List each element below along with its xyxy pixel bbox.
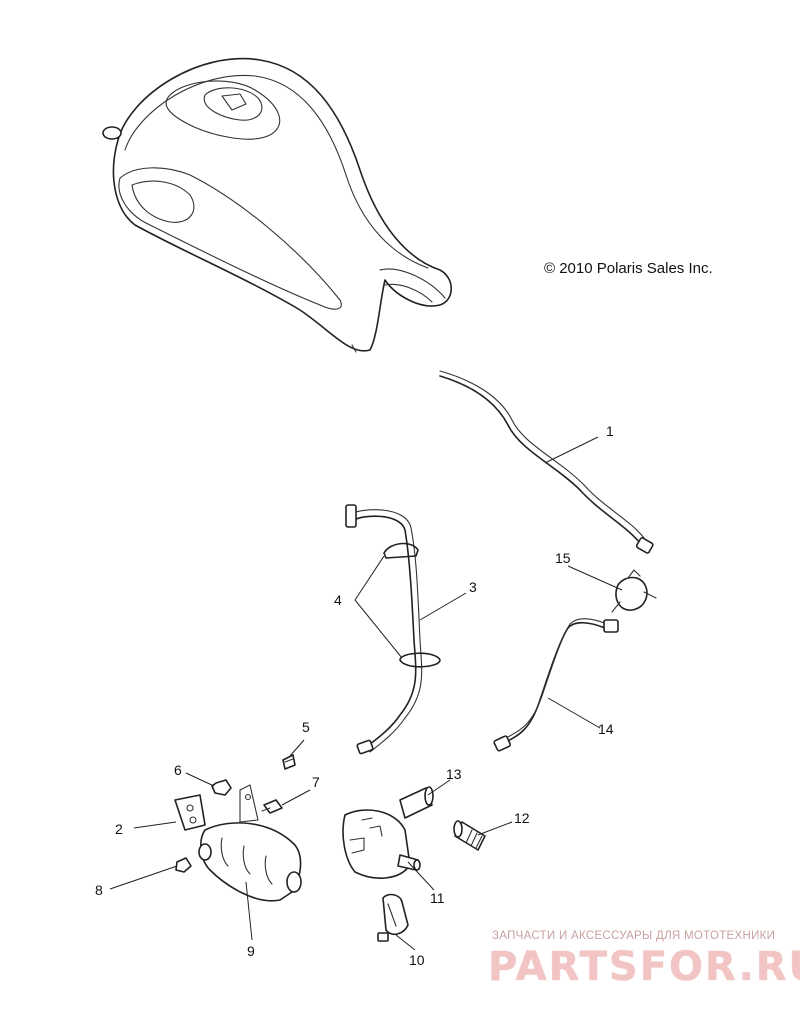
part-12-spring-tube	[453, 820, 486, 851]
part-10-strap	[377, 893, 409, 942]
callout-4: 4	[334, 592, 342, 608]
callout-3: 3	[469, 579, 477, 595]
callout-15: 15	[555, 550, 571, 566]
callout-13: 13	[446, 766, 462, 782]
part-13-tube	[399, 786, 434, 819]
part-5-screw	[282, 754, 296, 770]
callout-1: 1	[606, 423, 614, 439]
watermark-caption: ЗАПЧАСТИ И АКСЕССУАРЫ ДЛЯ МОТОТЕХНИКИ	[492, 930, 776, 942]
callout-12: 12	[514, 810, 530, 826]
callout-14: 14	[598, 721, 614, 737]
part-15-valve	[611, 569, 657, 613]
part-4-clamps	[383, 542, 441, 668]
part-9-canister	[198, 784, 302, 902]
callout-7: 7	[312, 774, 320, 790]
callout-5: 5	[302, 719, 310, 735]
part-6-nut	[211, 779, 232, 796]
watermark-logo: PARTSFOR.RU	[488, 944, 800, 990]
part-1-vent-hose	[439, 370, 654, 554]
callout-labels: 1 2 3 4 5 6 7 8 9 10 11 12 13 14 15	[95, 423, 614, 968]
copyright-notice: © 2010 Polaris Sales Inc.	[544, 260, 713, 277]
part-7-bolt	[261, 799, 283, 814]
callout-8: 8	[95, 882, 103, 898]
callout-2: 2	[115, 821, 123, 837]
callout-6: 6	[174, 762, 182, 778]
fuel-tank	[102, 57, 453, 353]
part-8-nut	[175, 857, 192, 873]
part-3-hose	[345, 504, 423, 755]
callout-9: 9	[247, 943, 255, 959]
part-2-bracket	[174, 794, 206, 831]
callout-10: 10	[409, 952, 425, 968]
callout-11: 11	[430, 890, 445, 906]
part-11-filter	[342, 809, 421, 879]
leader-lines	[109, 436, 623, 951]
part-14-hose	[493, 618, 619, 752]
